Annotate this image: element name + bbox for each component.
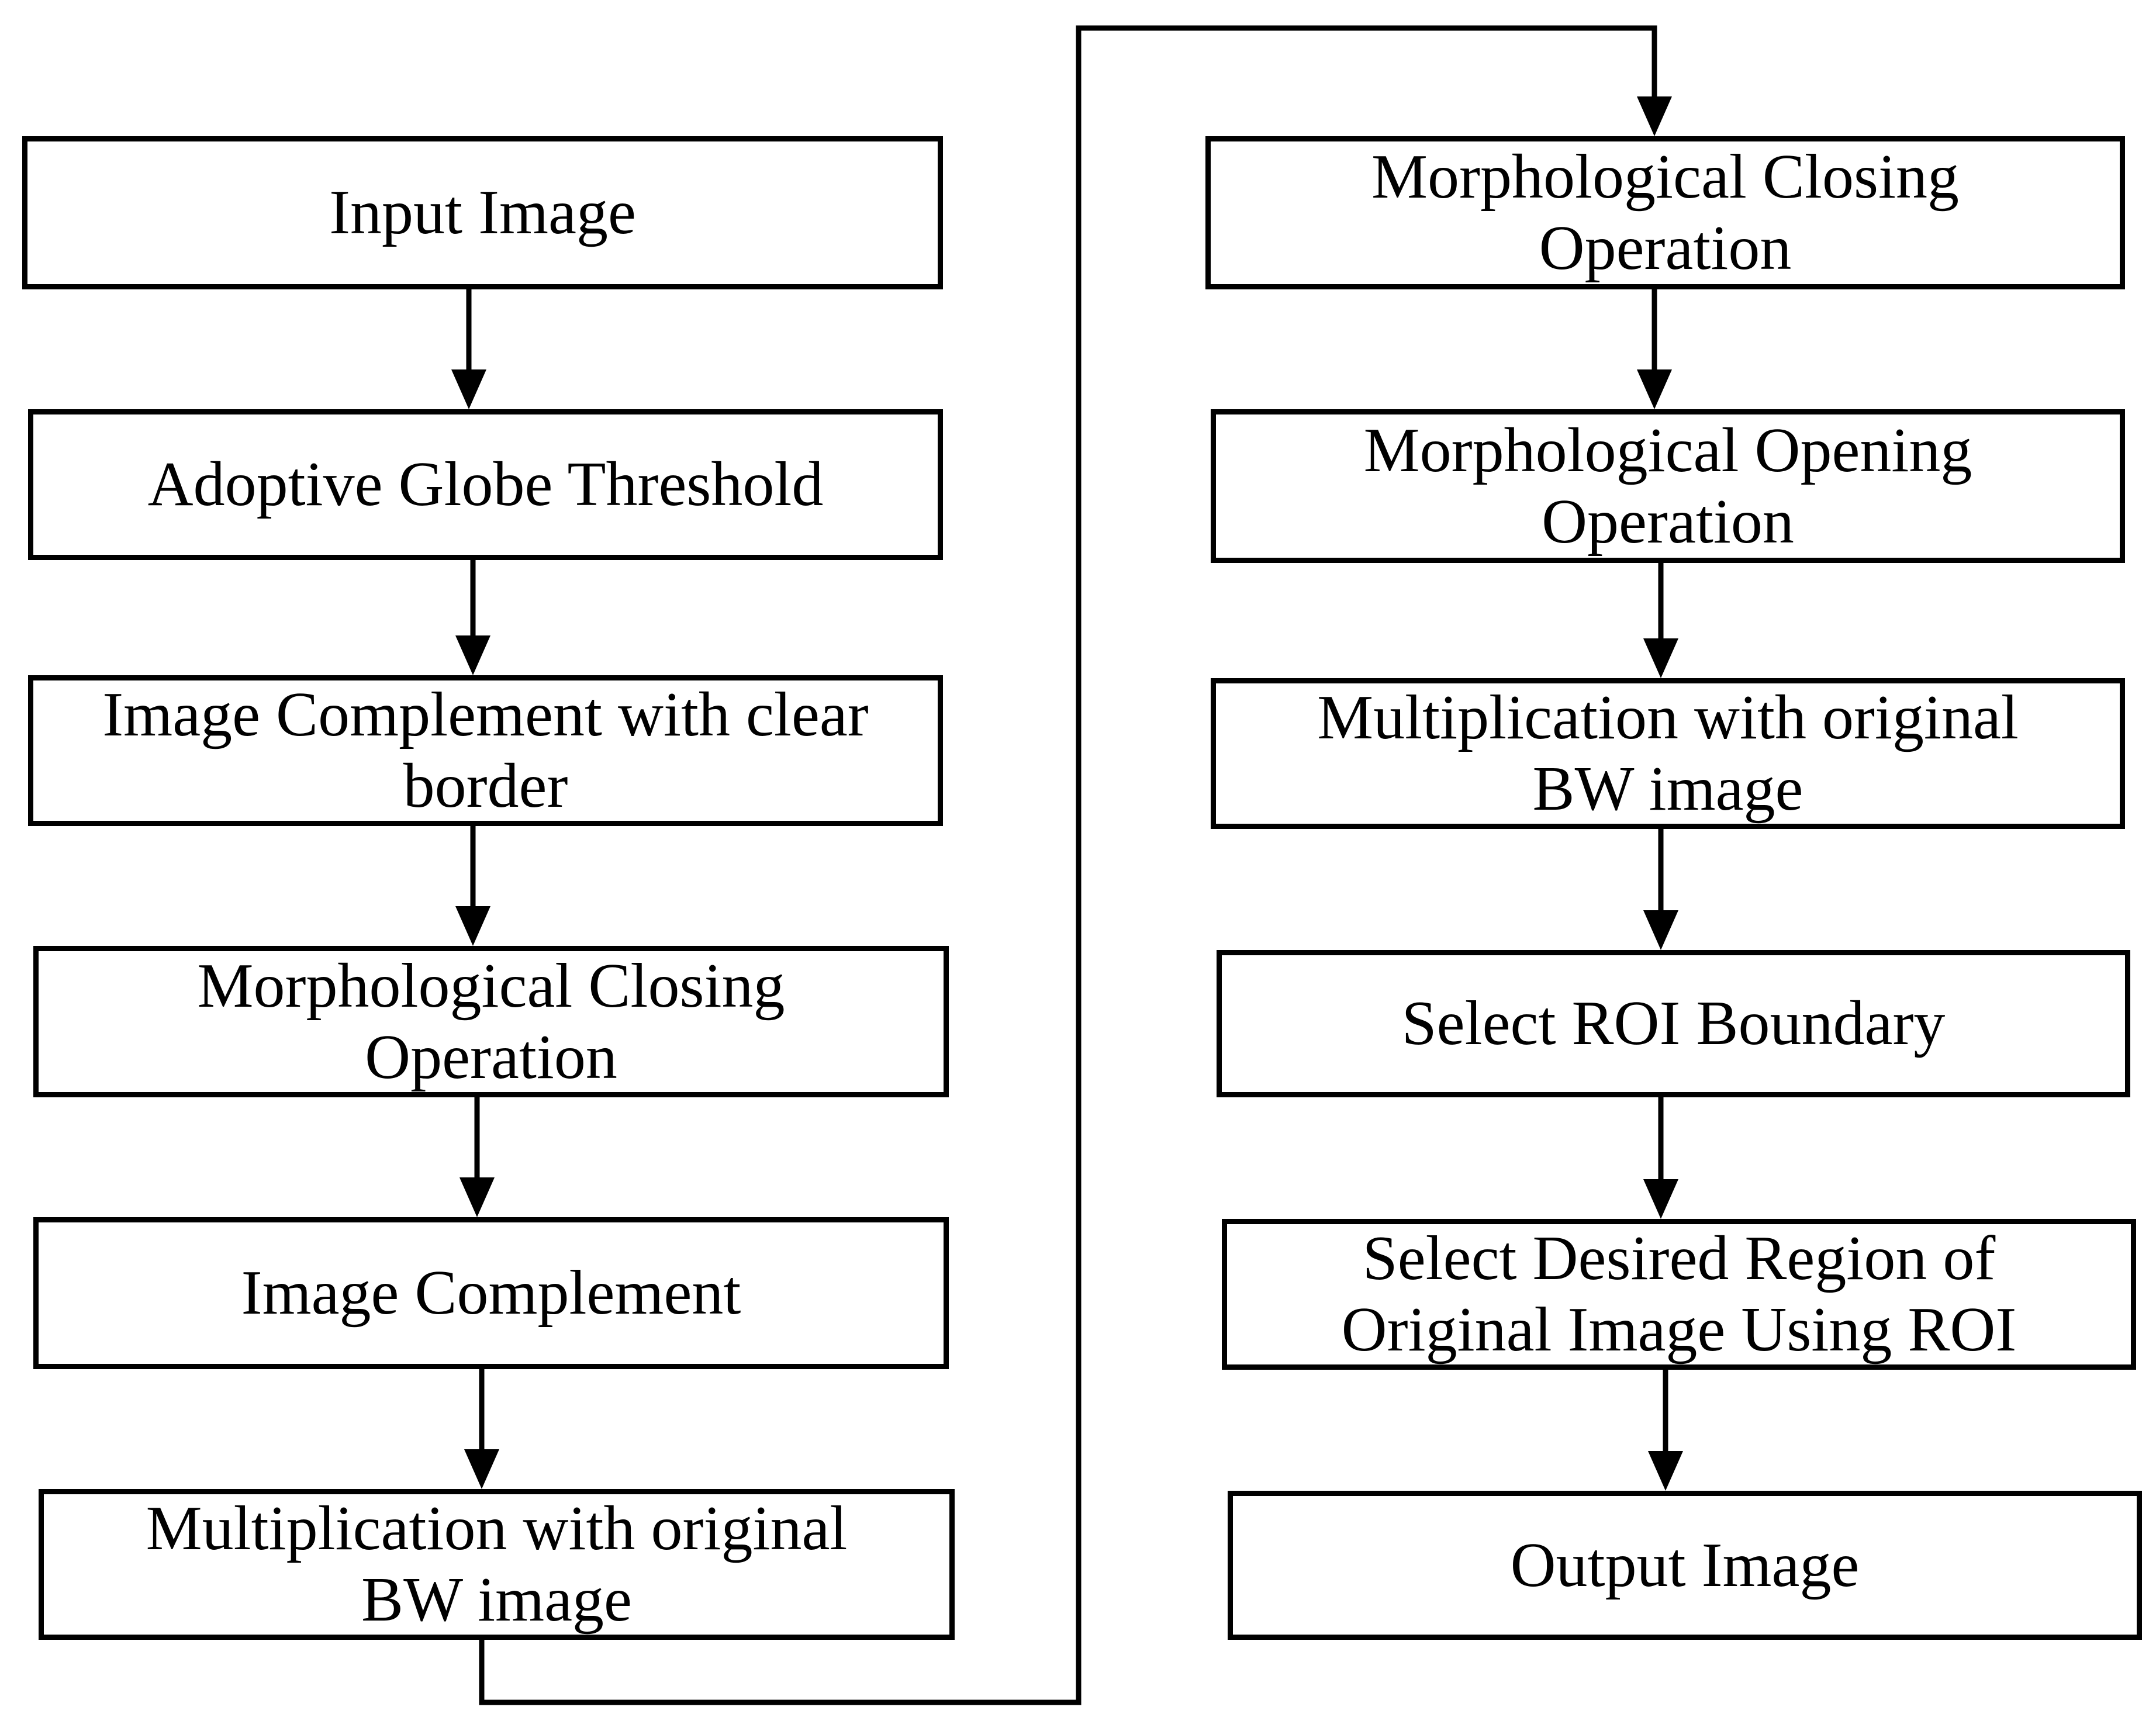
step-multiplication-left: Multiplication with original BW image — [39, 1489, 955, 1640]
step-morphological-closing-right: Morphological Closing Operation — [1205, 136, 2125, 289]
arrowhead — [464, 1449, 499, 1489]
step-label: Multiplication with original BW image — [146, 1494, 848, 1635]
step-label: Morphological Opening Operation — [1363, 415, 1972, 557]
column-connector-line — [479, 25, 1657, 1705]
step-multiplication-right: Multiplication with original BW image — [1211, 678, 2125, 829]
arrowhead — [1643, 910, 1678, 950]
step-input-image: Input Image — [22, 136, 943, 289]
step-label: Image Complement — [241, 1258, 741, 1328]
step-label: Select Desired Region of Original Image … — [1341, 1224, 2017, 1364]
step-label: Multiplication with original BW image — [1317, 683, 2019, 824]
arrowhead — [1637, 96, 1672, 136]
step-image-complement-clear-border: Image Complement with clear border — [28, 675, 943, 826]
step-select-roi-boundary: Select ROI Boundary — [1217, 950, 2130, 1097]
step-label: Morphological Closing Operation — [1371, 142, 1959, 283]
step-label: Select ROI Boundary — [1401, 989, 1946, 1058]
arrowhead — [1643, 1179, 1678, 1219]
arrowhead — [1643, 638, 1678, 678]
step-adaptive-global-threshold: Adoptive Globe Threshold — [28, 409, 943, 560]
step-label: Image Complement with clear border — [102, 680, 869, 821]
step-select-desired-region: Select Desired Region of Original Image … — [1222, 1219, 2136, 1370]
step-output-image: Output Image — [1228, 1491, 2142, 1640]
arrowhead — [451, 369, 486, 409]
step-label: Adoptive Globe Threshold — [147, 450, 824, 519]
arrowhead — [459, 1177, 495, 1217]
step-morphological-opening: Morphological Opening Operation — [1211, 409, 2125, 563]
step-label: Morphological Closing Operation — [197, 951, 785, 1092]
arrowhead — [1648, 1451, 1683, 1491]
step-label: Input Image — [329, 178, 636, 247]
arrowhead — [1637, 369, 1672, 409]
arrowhead — [455, 635, 490, 675]
step-image-complement: Image Complement — [33, 1217, 949, 1369]
step-morphological-closing-left: Morphological Closing Operation — [33, 946, 949, 1097]
arrowhead — [455, 906, 490, 946]
step-label: Output Image — [1510, 1530, 1860, 1600]
